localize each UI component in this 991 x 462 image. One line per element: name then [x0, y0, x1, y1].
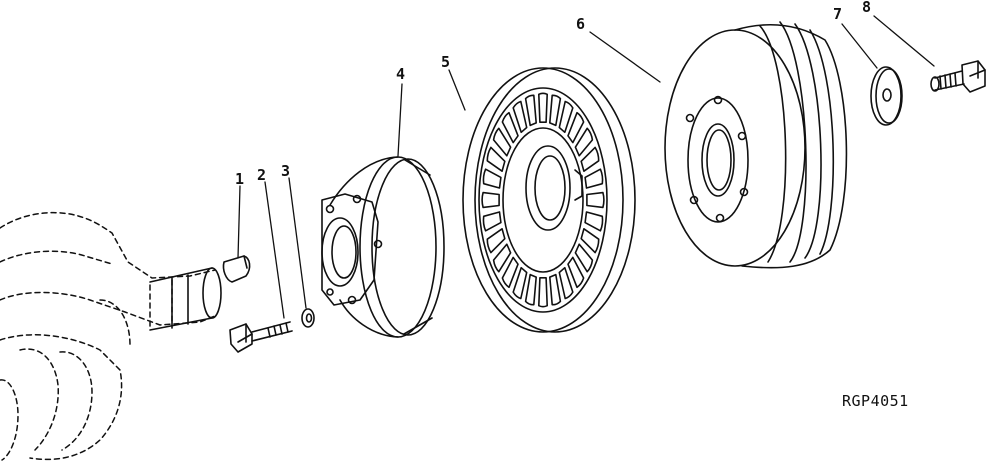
callout-1: 1 [235, 170, 245, 188]
damper-slot [482, 193, 499, 208]
callout-3: 3 [281, 162, 291, 180]
damper-slot [585, 212, 602, 231]
damper-slot [487, 147, 505, 171]
damper-slot [487, 229, 505, 253]
damper-slot [526, 275, 537, 305]
damper-slot [550, 95, 561, 125]
damper-slot [568, 257, 584, 287]
damper-slot [539, 278, 547, 307]
bolt-part-8 [931, 61, 985, 92]
damper-slot [513, 268, 527, 299]
callout-7: 7 [833, 5, 843, 23]
damper-slot [483, 212, 500, 231]
damper-slot [502, 113, 518, 143]
callout-4: 4 [396, 65, 406, 83]
damper-slot [550, 275, 561, 305]
leader-4 [398, 84, 402, 156]
leader-3 [289, 178, 306, 308]
pulley-part-6 [665, 22, 846, 268]
damper-slot [494, 128, 511, 156]
leader-lines [238, 16, 934, 318]
damper-slot [581, 229, 599, 253]
damper-slot [559, 268, 573, 299]
crankshaft-snout [150, 268, 221, 330]
damper-slot [575, 244, 592, 272]
damper-slot [513, 102, 527, 133]
callout-6: 6 [576, 15, 586, 33]
leader-6 [590, 32, 660, 82]
damper-slot [581, 147, 599, 171]
damper-slot [494, 244, 511, 272]
woodruff-key [223, 256, 249, 282]
damper-slots [482, 93, 604, 306]
damper-slot [587, 193, 604, 208]
washer-part-7 [871, 67, 902, 125]
damper-slot [539, 93, 547, 122]
callout-2: 2 [257, 166, 267, 184]
damper-slot [559, 102, 573, 133]
callout-8: 8 [862, 0, 872, 16]
leader-1 [238, 186, 240, 258]
damper-slot [568, 113, 584, 143]
damper-slot [526, 95, 537, 125]
washer-part-3 [302, 309, 314, 327]
damper-slot [502, 257, 518, 287]
damper-part-5 [463, 68, 635, 332]
crankshaft-outline [0, 213, 215, 460]
figure-code: RGP4051 [842, 392, 909, 410]
leader-7 [842, 24, 877, 68]
leader-2 [265, 182, 284, 318]
bolt-part-2 [230, 322, 292, 352]
damper-slot [585, 169, 602, 188]
damper-slot [575, 128, 592, 156]
callout-5: 5 [441, 53, 451, 71]
damper-slot [483, 169, 500, 188]
hub-part-4 [322, 157, 444, 337]
leader-5 [449, 70, 465, 110]
leader-8 [874, 16, 934, 66]
